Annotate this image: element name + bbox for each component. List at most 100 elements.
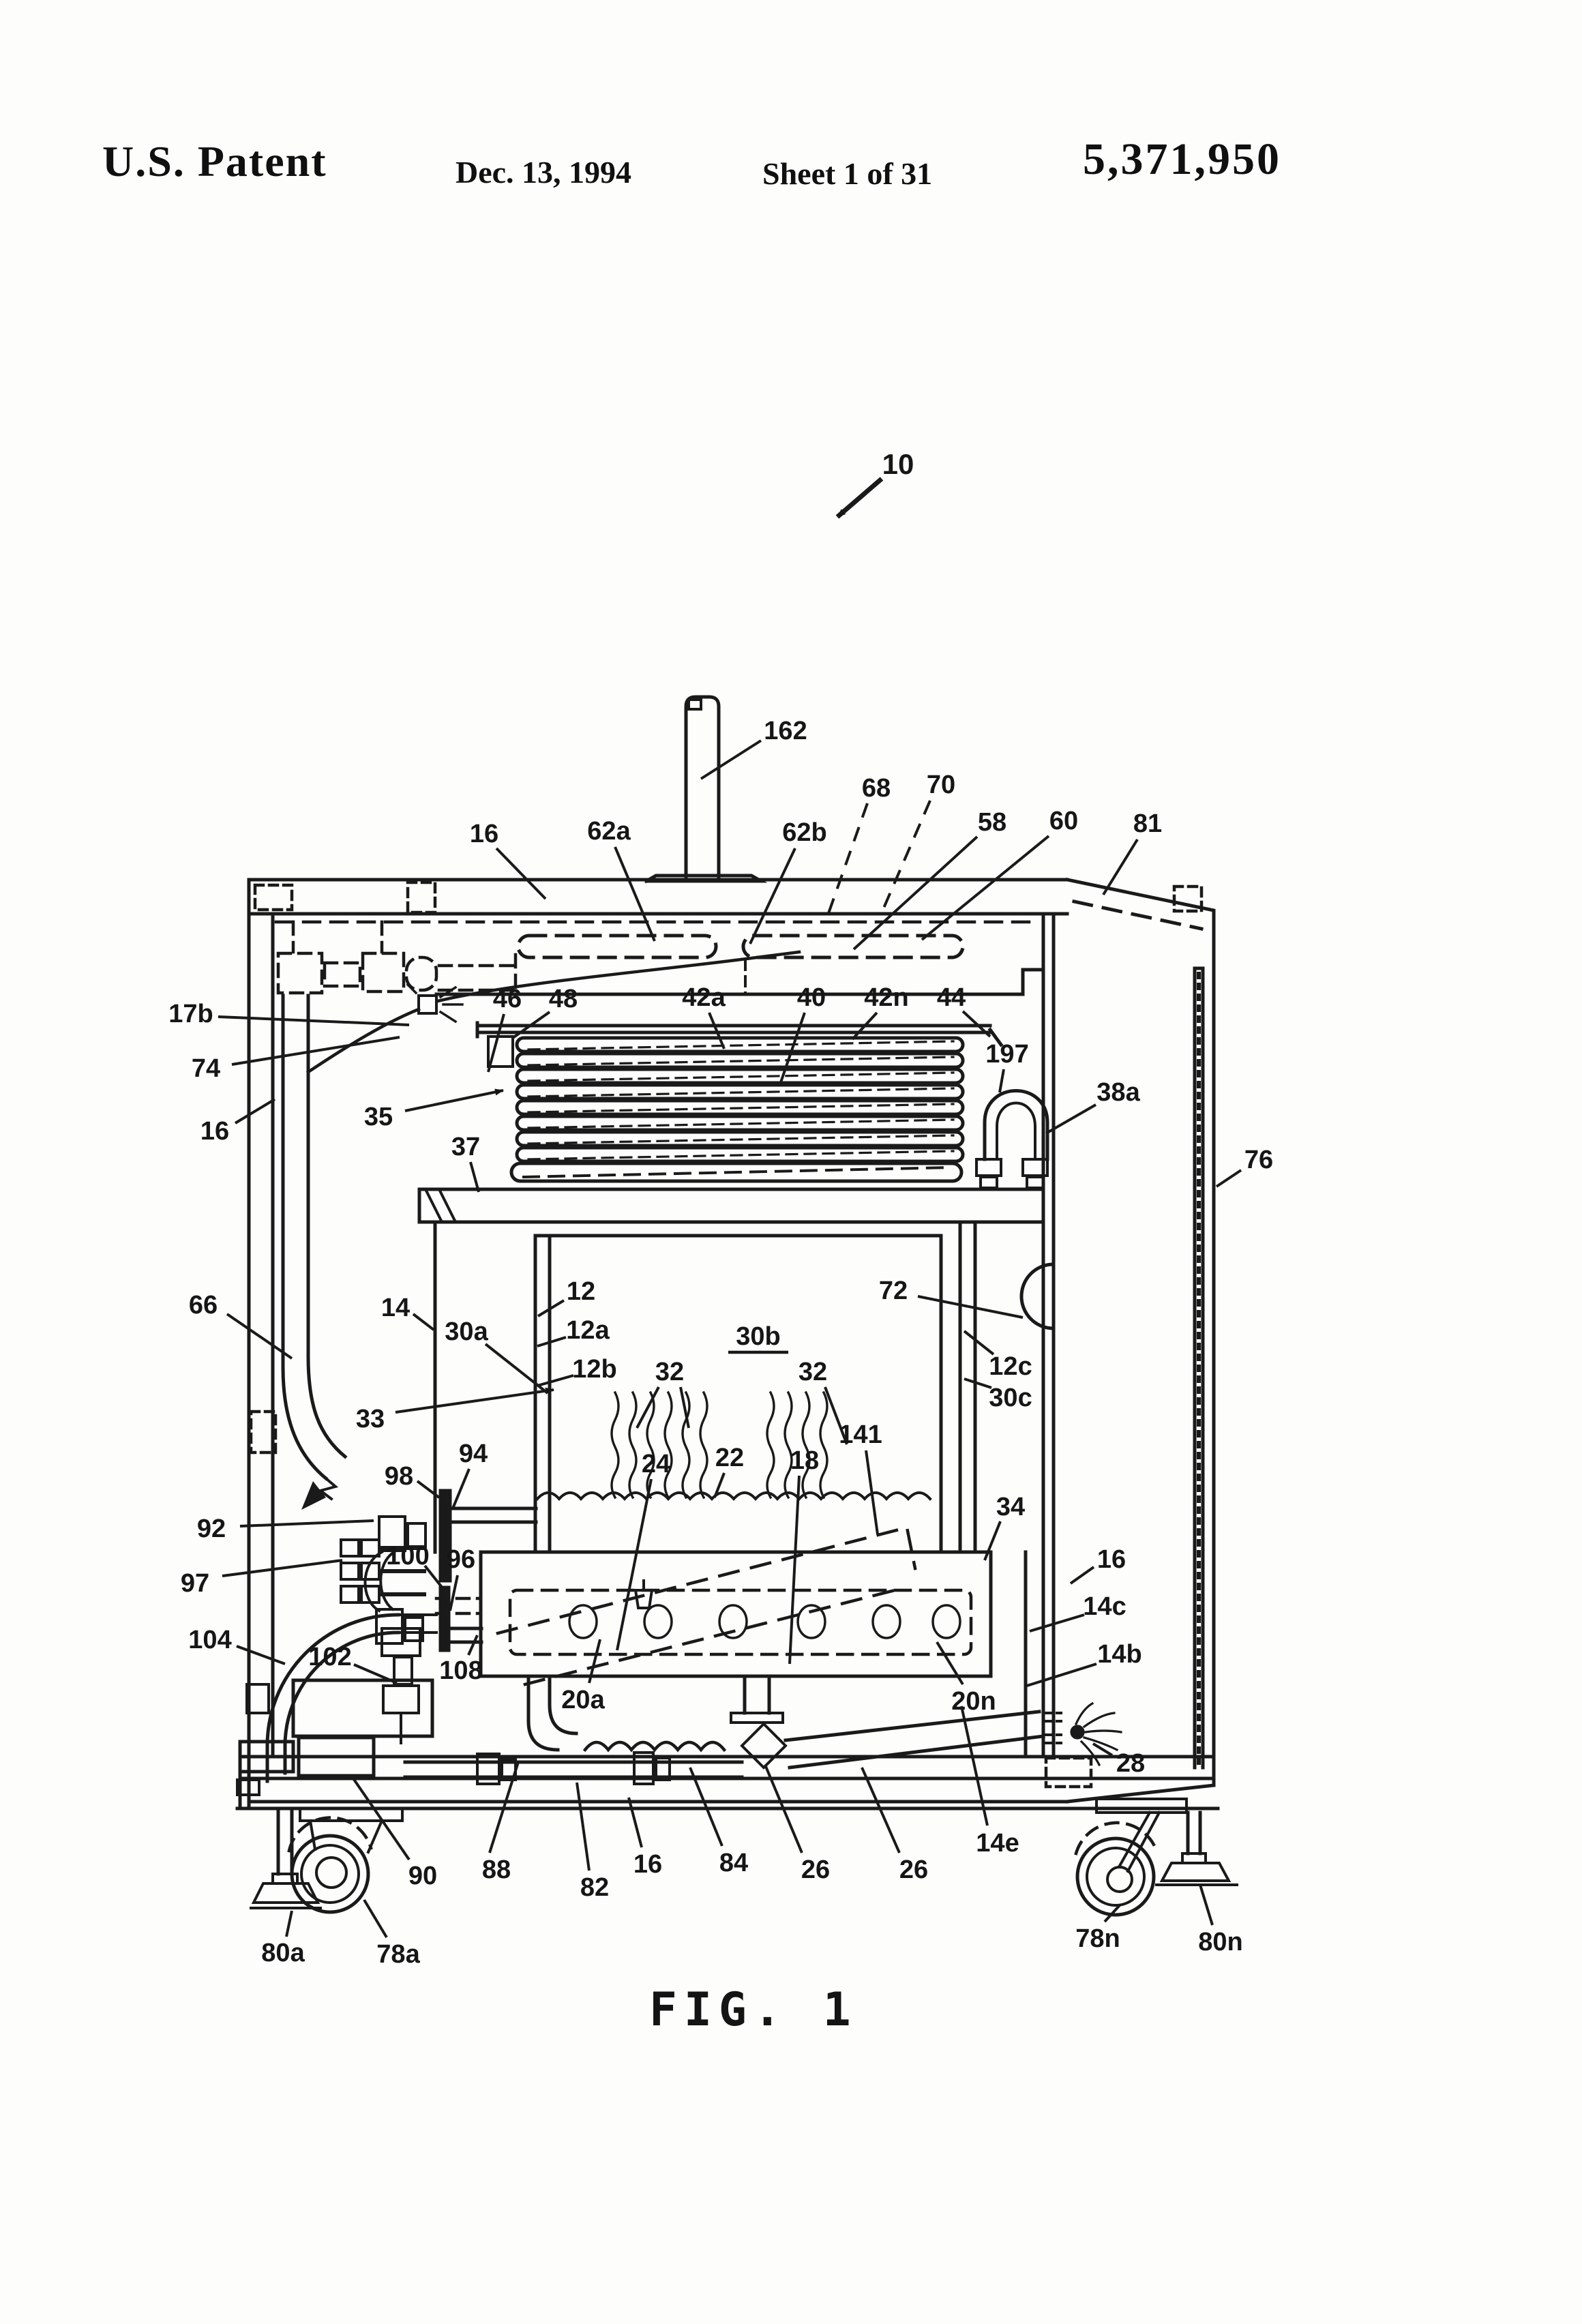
machine-drawing	[235, 695, 1238, 1917]
ref-label-94: 94	[451, 1440, 488, 1509]
top-louvers	[274, 920, 1045, 996]
svg-text:16: 16	[200, 1117, 229, 1146]
svg-text:30b: 30b	[736, 1322, 780, 1351]
svg-text:80a: 80a	[261, 1939, 305, 1967]
svg-text:70: 70	[927, 771, 955, 799]
ref-label-30c: 30c	[964, 1377, 1032, 1412]
svg-text:16: 16	[633, 1850, 662, 1879]
ref-label-16: 16	[470, 820, 547, 900]
svg-text:46: 46	[493, 985, 522, 1013]
ref-label-33: 33	[356, 1387, 554, 1433]
svg-text:94: 94	[459, 1440, 488, 1468]
ref-label-42a: 42a	[682, 983, 726, 1049]
svg-text:141: 141	[839, 1420, 882, 1449]
base-frame	[235, 1755, 1220, 1822]
ref-label-38a: 38a	[1045, 1078, 1141, 1135]
coil-stack	[475, 1021, 1004, 1163]
ref-label-34: 34	[983, 1493, 1025, 1561]
svg-text:40: 40	[797, 983, 826, 1012]
ref-label-108: 108	[439, 1635, 483, 1685]
svg-text:12: 12	[567, 1277, 595, 1306]
ref-label-82: 82	[576, 1782, 609, 1902]
svg-text:98: 98	[385, 1462, 413, 1491]
ref-label-84: 84	[689, 1767, 748, 1877]
ref-label-32: 32	[636, 1358, 690, 1429]
svg-text:81: 81	[1133, 809, 1162, 838]
ref-label-14e: 14e	[960, 1705, 1019, 1858]
ref-label-98: 98	[385, 1462, 441, 1499]
svg-text:162: 162	[764, 717, 807, 745]
ref-label-48: 48	[511, 985, 578, 1039]
svg-text:42n: 42n	[864, 983, 908, 1012]
shelf	[417, 1161, 1045, 1224]
vent-pipe	[644, 695, 768, 884]
svg-text:102: 102	[308, 1643, 351, 1671]
svg-text:37: 37	[451, 1133, 480, 1161]
svg-text:33: 33	[356, 1405, 385, 1433]
corner-brackets	[249, 880, 1204, 1789]
patent-header-title: U.S. Patent	[102, 137, 327, 185]
ref-label-68: 68	[826, 774, 891, 916]
ref-label-12a: 12a	[537, 1316, 610, 1347]
svg-text:30a: 30a	[445, 1317, 488, 1346]
sloped-screen	[496, 1525, 917, 1686]
ref-label-88: 88	[482, 1761, 520, 1884]
svg-text:20a: 20a	[561, 1686, 605, 1714]
svg-text:197: 197	[985, 1040, 1028, 1069]
ref-label-26: 26	[861, 1767, 928, 1884]
ref-label-58: 58	[852, 808, 1006, 951]
svg-text:108: 108	[439, 1656, 482, 1685]
ref-label-16: 16	[200, 1098, 276, 1146]
ref-label-14b: 14b	[1026, 1640, 1142, 1687]
u-tube	[975, 1089, 1049, 1189]
ref-label-141: 141	[839, 1420, 882, 1535]
svg-text:14e: 14e	[976, 1829, 1019, 1858]
svg-text:18: 18	[790, 1446, 819, 1475]
left-caster	[250, 1806, 384, 1914]
svg-text:100: 100	[386, 1542, 429, 1570]
ref-label-18: 18	[788, 1446, 819, 1665]
svg-text:28: 28	[1116, 1749, 1145, 1778]
figure-caption: FIG. 1	[649, 1983, 858, 2037]
ref-label-78a: 78a	[363, 1898, 421, 1969]
svg-text:66: 66	[189, 1291, 218, 1320]
knob-72	[1019, 1262, 1056, 1330]
ref-label-32: 32	[799, 1358, 848, 1445]
ref-label-12c: 12c	[963, 1330, 1032, 1381]
pipe-94	[448, 1506, 538, 1524]
svg-text:42a: 42a	[682, 983, 726, 1012]
ref-label-96: 96	[447, 1545, 475, 1611]
tank	[433, 1220, 1056, 1759]
splash-icon	[1070, 1701, 1122, 1767]
left-plumbing	[340, 1489, 538, 1744]
ref-label-104: 104	[188, 1626, 286, 1665]
union-diamond	[740, 1722, 788, 1770]
gauge-manifold-97	[340, 1538, 426, 1604]
bracket-96	[438, 1585, 451, 1652]
hose-88	[526, 1674, 578, 1752]
sump-manifold	[434, 1550, 993, 1678]
ref-label-16: 16	[1069, 1545, 1126, 1585]
svg-text:74: 74	[192, 1054, 220, 1083]
svg-text:12c: 12c	[989, 1352, 1032, 1381]
svg-text:48: 48	[549, 985, 578, 1013]
svg-text:14b: 14b	[1097, 1640, 1141, 1669]
ref-label-60: 60	[921, 807, 1078, 941]
pump-group	[238, 1613, 744, 1785]
svg-text:20n: 20n	[951, 1687, 996, 1716]
ref-label-17b: 17b	[168, 1000, 410, 1028]
ref-label-66: 66	[189, 1291, 293, 1360]
svg-text:17b: 17b	[168, 1000, 213, 1028]
ref-label-92: 92	[197, 1515, 374, 1543]
svg-text:26: 26	[899, 1856, 928, 1884]
flow-arrow-icon	[301, 1481, 326, 1510]
svg-text:96: 96	[447, 1545, 475, 1574]
ref-label-37: 37	[451, 1133, 480, 1193]
nozzle-icon	[417, 994, 438, 1015]
ref-label-162: 162	[700, 717, 807, 780]
ref-label-102: 102	[308, 1643, 398, 1684]
patent-header-date: Dec. 13, 1994	[456, 155, 632, 190]
